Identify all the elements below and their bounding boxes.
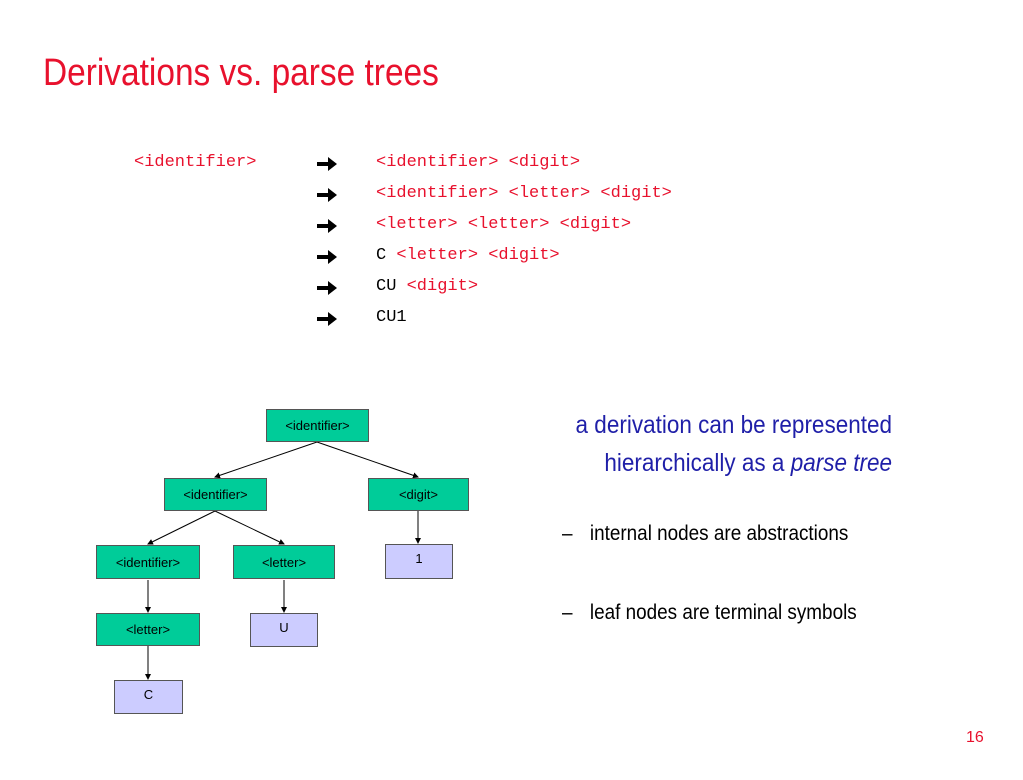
tree-edge: [147, 510, 216, 545]
right-arrow-icon: [317, 250, 337, 264]
tree-edge: [214, 510, 285, 545]
tree-node-identifier: <identifier>: [96, 545, 200, 579]
tree-node-letter: <letter>: [96, 613, 200, 646]
derivation-step: CU <digit>: [376, 277, 479, 296]
bullet-marker: –: [562, 601, 573, 624]
page-number: 16: [966, 729, 984, 746]
right-arrow-icon: [317, 188, 337, 202]
bullet-item: –leaf nodes are terminal symbols: [562, 601, 857, 625]
slide-title: Derivations vs. parse trees: [43, 52, 439, 94]
derivation-step: <letter> <letter> <digit>: [376, 215, 632, 234]
tree-node-root: <identifier>: [266, 409, 369, 442]
tree-leaf-u: U: [250, 613, 318, 647]
tree-edge: [214, 441, 318, 479]
explanation-text: a derivation can be represented hierarch…: [539, 406, 892, 482]
explanation-line: a derivation can be represented: [575, 411, 892, 439]
tree-leaf-c: C: [114, 680, 183, 714]
parse-tree-emphasis: parse tree: [790, 449, 892, 477]
explanation-line: hierarchically as a parse tree: [604, 449, 892, 477]
bullet-marker: –: [562, 522, 573, 545]
right-arrow-icon: [317, 312, 337, 326]
tree-node-digit: <digit>: [368, 478, 469, 511]
right-arrow-icon: [317, 157, 337, 171]
bullet-text: internal nodes are abstractions: [589, 522, 849, 545]
derivation-lhs: <identifier>: [134, 153, 257, 172]
derivation-step: <identifier> <letter> <digit>: [376, 184, 672, 203]
derivation-step: CU1: [376, 308, 407, 327]
tree-edge: [316, 441, 419, 479]
bullet-item: –internal nodes are abstractions: [562, 522, 848, 546]
bullet-text: leaf nodes are terminal symbols: [589, 601, 857, 624]
right-arrow-icon: [317, 281, 337, 295]
tree-node-letter: <letter>: [233, 545, 335, 579]
derivation-step: C <letter> <digit>: [376, 246, 560, 265]
derivation-step: <identifier> <digit>: [376, 153, 581, 172]
tree-node-identifier: <identifier>: [164, 478, 267, 511]
right-arrow-icon: [317, 219, 337, 233]
tree-leaf-1: 1: [385, 544, 453, 579]
